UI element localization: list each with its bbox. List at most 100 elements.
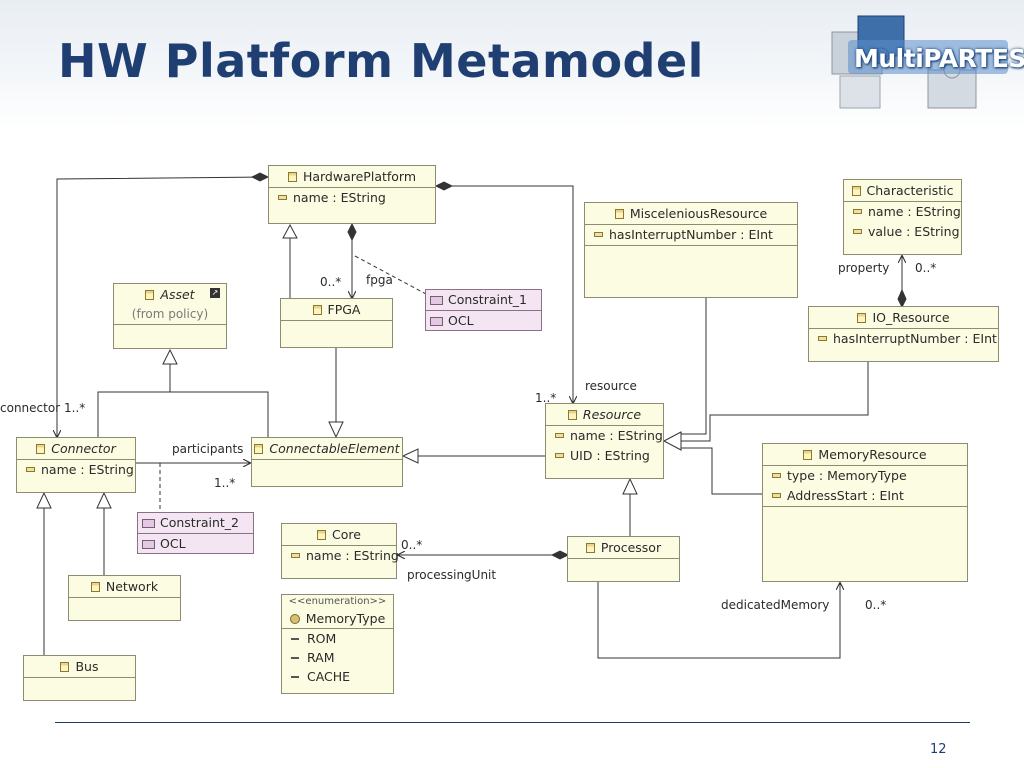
misc-resource-generalization [681,298,707,435]
attribute-name: AddressStart : EInt [787,488,904,503]
connector-role-label: connector [0,401,61,415]
hp-connector-association [57,176,269,437]
class-bus[interactable]: Bus [23,655,136,701]
class-core[interactable]: Core name : EString [281,523,399,579]
class-connector[interactable]: Connector name : EString [16,437,136,493]
processing-unit-diamond [550,550,570,560]
class-name: Connector [51,441,116,456]
ocl-icon [142,540,155,549]
class-name: HardwarePlatform [302,169,417,184]
attribute-icon [555,453,564,458]
constraint-icon [142,519,155,528]
participants-role-label: participants [172,442,244,456]
attribute-name: name : EString [293,190,386,205]
property-diamond [897,288,907,309]
resource-specialization-triangle [662,431,682,451]
connector-asset-generalization [97,391,170,437]
enum-stereotype: <<enumeration>> [288,596,387,607]
class-name: Network [105,579,159,594]
hp-fpga-diamond [347,222,357,242]
class-network[interactable]: Network [68,575,181,621]
attribute-icon [555,433,564,438]
class-connectable-element[interactable]: ConnectableElement [251,437,403,487]
literal-icon [291,657,299,659]
class-processor[interactable]: Processor [567,536,680,582]
resource-role-label: resource [585,379,637,393]
attribute-icon [853,229,862,234]
attribute-name: hasInterruptNumber : EInt [833,331,997,346]
property-role-label: property [838,261,890,275]
class-icon [567,410,577,420]
class-icon [803,450,813,460]
enum-memory-type[interactable]: <<enumeration>> MemoryType ROM RAM CACHE [281,594,394,694]
ce-asset-generalization [169,364,269,437]
processing-unit-multiplicity-label: 0..* [401,538,423,552]
class-name: Processor [600,540,662,555]
attribute-name: UID : EString [570,448,650,463]
class-icon [312,305,322,315]
attribute-icon [26,467,35,472]
class-icon [287,172,297,182]
class-name: ConnectableElement [269,441,400,456]
multipartes-logo: MultiPARTES [818,10,1024,118]
attribute-icon [772,493,781,498]
attribute-name: hasInterruptNumber : EInt [609,227,773,242]
puzzle-logo-graphic [831,15,1008,109]
class-icon [36,444,46,454]
note-constraint-2[interactable]: Constraint_2 OCL [137,512,254,554]
enum-literal: CACHE [307,669,351,684]
enum-literal: RAM [307,650,335,665]
class-miscelenious-resource[interactable]: MisceleniousResource hasInterruptNumber … [584,202,798,298]
fpga-role-label: fpga [366,273,393,287]
note-name: Constraint_1 [448,292,528,307]
attribute-icon [291,553,300,558]
hp-resource-diamond [434,181,454,191]
class-name: Bus [75,659,99,674]
dedicated-memory-multiplicity-label: 0..* [865,598,887,612]
logo-text: MultiPARTES [854,44,1024,73]
class-fpga[interactable]: FPGA [280,298,393,348]
attribute-icon [853,209,862,214]
processing-unit-role-label: processingUnit [407,568,497,582]
class-icon [585,543,595,553]
bus-connector-triangle [36,491,52,509]
external-reference-icon: ↗ [210,288,220,298]
class-icon [254,444,264,454]
literal-icon [291,676,299,678]
dedicated-memory-role-label: dedicatedMemory [721,598,830,612]
asset-triangle [162,348,178,365]
participants-multiplicity-label: 1..* [214,476,236,490]
note-body: OCL [160,536,186,551]
fpga-ce-triangle [328,421,344,439]
class-name: Asset [160,287,195,302]
class-icon [317,530,327,540]
class-icon [90,582,100,592]
enum-literal: ROM [307,631,337,646]
slide-title: HW Platform Metamodel [58,34,704,88]
class-characteristic[interactable]: Characteristic name : EString value : ES… [843,179,962,255]
enum-name: MemoryType [305,611,386,626]
attribute-icon [818,336,827,341]
class-icon [145,290,155,300]
class-name: FPGA [327,302,361,317]
ocl-icon [430,317,443,326]
attribute-name: name : EString [41,462,134,477]
class-icon [857,313,867,323]
class-icon [614,209,624,219]
class-name: MemoryResource [818,447,927,462]
note-body: OCL [448,313,474,328]
note-constraint-1[interactable]: Constraint_1 OCL [425,289,542,331]
network-connector-triangle [96,491,112,509]
class-io-resource[interactable]: IO_Resource hasInterruptNumber : EInt [808,306,999,362]
class-name: Resource [582,407,642,422]
class-asset[interactable]: Asset ↗ (from policy) [113,283,227,349]
hp-resource-association [436,185,573,403]
fpga-hp-triangle [282,223,298,239]
class-memory-resource[interactable]: MemoryResource type : MemoryType Address… [762,443,968,582]
class-subtitle: (from policy) [114,305,226,325]
attribute-name: type : MemoryType [787,468,907,483]
class-resource[interactable]: Resource name : EString UID : EString [545,403,664,479]
class-hardware-platform[interactable]: HardwarePlatform name : EString [268,165,436,224]
attribute-name: value : EString [868,224,960,239]
